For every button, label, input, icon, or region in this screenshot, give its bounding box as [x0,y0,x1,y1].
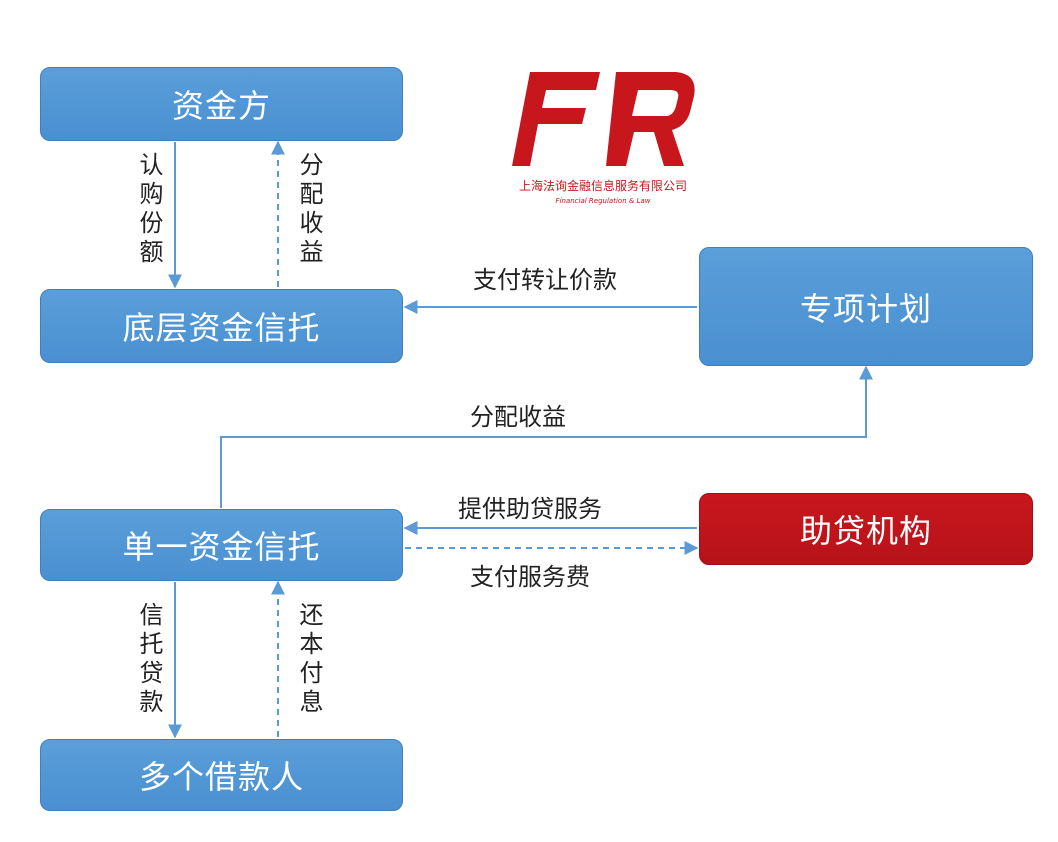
node-single-trust: 单一资金信托 [40,509,403,581]
label-distribute-income: 分配收益 [470,403,566,431]
node-underlying-trust: 底层资金信托 [40,289,403,363]
fr-logo-icon [512,72,695,166]
label-provide-loan-service: 提供助贷服务 [458,495,602,523]
node-borrowers: 多个借款人 [40,739,403,811]
label-trust-loan: 信托贷款 [135,602,163,718]
label-pay-transfer-price: 支付转让价款 [473,266,617,294]
label-repay-principal-interest: 还本付息 [295,602,323,718]
logo-tagline: Financial Regulation & Law [555,197,651,205]
label-pay-service-fee: 支付服务费 [470,563,590,591]
node-funder: 资金方 [40,67,403,141]
label-subscribe-shares: 认购份额 [135,152,163,268]
label-distribute-income-up: 分配收益 [295,152,323,268]
arrow-distribute-income [220,365,873,508]
logo-company-name: 上海法询金融信息服务有限公司 [518,179,687,193]
node-loan-assist-org: 助贷机构 [699,493,1033,565]
node-special-plan: 专项计划 [699,247,1033,366]
